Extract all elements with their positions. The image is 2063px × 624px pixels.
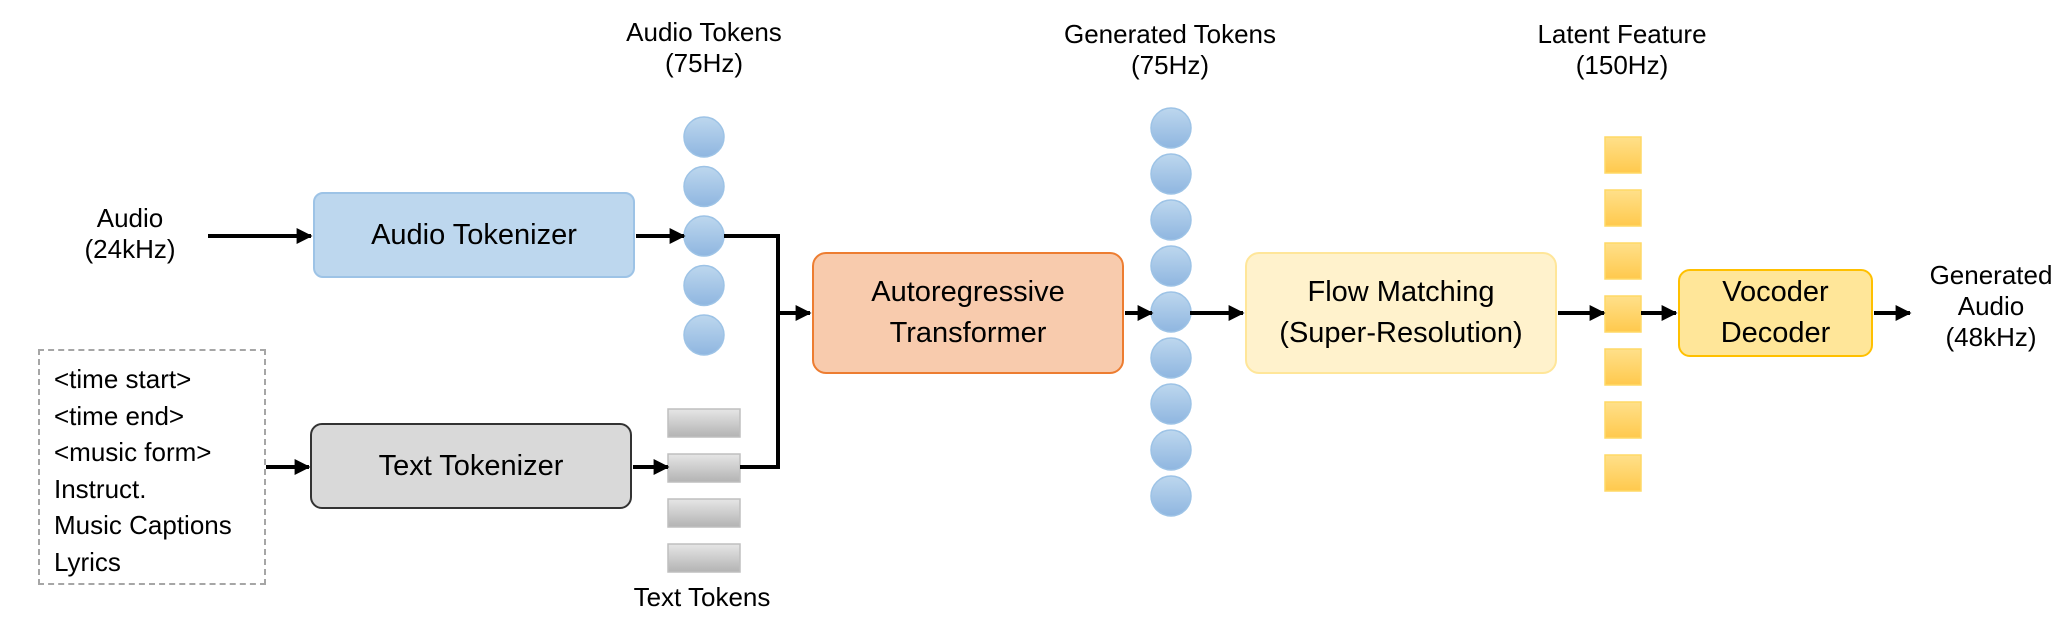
text-token-connector	[740, 313, 780, 469]
audio-tokenizer-box: Audio Tokenizer	[313, 192, 635, 278]
vocoder-label-line2: Decoder	[1720, 317, 1831, 349]
text-tokenizer-box: Text Tokenizer	[310, 423, 632, 509]
generated-token	[1150, 337, 1192, 379]
autoregressive-transformer-box: Autoregressive Transformer	[812, 252, 1124, 374]
latent-feature	[1604, 401, 1642, 439]
text-input-item: <time end>	[54, 400, 185, 431]
text-tokens-label: Text Tokens	[612, 582, 792, 613]
audio-token	[683, 314, 725, 356]
generated-token	[1150, 153, 1192, 195]
flow-matching-box: Flow Matching (Super-Resolution)	[1245, 252, 1557, 374]
output-line3: (48kHz)	[1945, 322, 2037, 353]
text-token	[667, 408, 741, 438]
flow-matching-label-line1: Flow Matching	[1307, 276, 1495, 309]
text-token	[667, 453, 741, 483]
audio-token-connector	[724, 234, 780, 313]
latent-feature-label: Latent Feature (150Hz)	[1512, 19, 1732, 81]
audio-tokens-title: Audio Tokens	[626, 17, 782, 47]
audio-token	[683, 264, 725, 307]
output-line1: Generated	[1929, 260, 2053, 290]
generated-token	[1150, 291, 1192, 333]
generated-token	[1150, 383, 1192, 425]
generated-token	[1150, 107, 1192, 149]
output-line2: Audio	[1957, 291, 2025, 322]
audio-token	[683, 215, 725, 257]
audio-tokenizer-label: Audio Tokenizer	[371, 218, 577, 251]
latent-feature	[1604, 136, 1642, 174]
text-tokens-title: Text Tokens	[633, 582, 771, 612]
audio-tokens-rate: (75Hz)	[664, 48, 743, 79]
text-inputs-box: <time start> <time end> <music form> Ins…	[38, 349, 266, 585]
audio-rate-line: (24kHz)	[84, 234, 176, 265]
latent-feature	[1604, 348, 1642, 386]
generated-token	[1150, 245, 1192, 287]
generated-token	[1150, 199, 1192, 241]
generated-token	[1150, 475, 1192, 517]
generated-audio-label: Generated Audio (48kHz)	[1916, 260, 2063, 354]
generated-tokens-label: Generated Tokens (75Hz)	[1040, 19, 1300, 81]
audio-token	[683, 165, 725, 208]
audio-input-line: Audio	[96, 203, 164, 233]
text-token	[667, 498, 741, 528]
transformer-label-line2: Transformer	[889, 317, 1047, 349]
latent-feature	[1604, 242, 1642, 280]
flow-matching-label-line2: (Super-Resolution)	[1279, 317, 1523, 349]
generated-token	[1150, 429, 1192, 471]
text-tokenizer-label: Text Tokenizer	[378, 449, 564, 482]
text-input-item: <time start>	[54, 364, 192, 394]
audio-input-label: Audio (24kHz)	[70, 203, 190, 265]
transformer-label-line1: Autoregressive	[871, 276, 1065, 309]
text-input-item: Instruct.	[54, 473, 147, 504]
latent-feature	[1604, 189, 1642, 227]
latent-feature	[1604, 295, 1642, 333]
generated-tokens-title: Generated Tokens	[1064, 19, 1276, 49]
vocoder-decoder-box: Vocoder Decoder	[1678, 269, 1873, 357]
latent-feature-rate: (150Hz)	[1575, 50, 1669, 81]
audio-tokens-label: Audio Tokens (75Hz)	[604, 17, 804, 79]
audio-token	[683, 116, 725, 158]
text-input-item: Lyrics	[54, 546, 121, 577]
text-input-item: Music Captions	[54, 510, 232, 540]
generated-tokens-rate: (75Hz)	[1130, 50, 1209, 81]
text-token	[667, 543, 741, 573]
text-input-item: <music form>	[54, 437, 212, 467]
latent-feature	[1604, 454, 1642, 492]
vocoder-label-line1: Vocoder	[1722, 276, 1829, 309]
latent-feature-title: Latent Feature	[1537, 19, 1707, 49]
